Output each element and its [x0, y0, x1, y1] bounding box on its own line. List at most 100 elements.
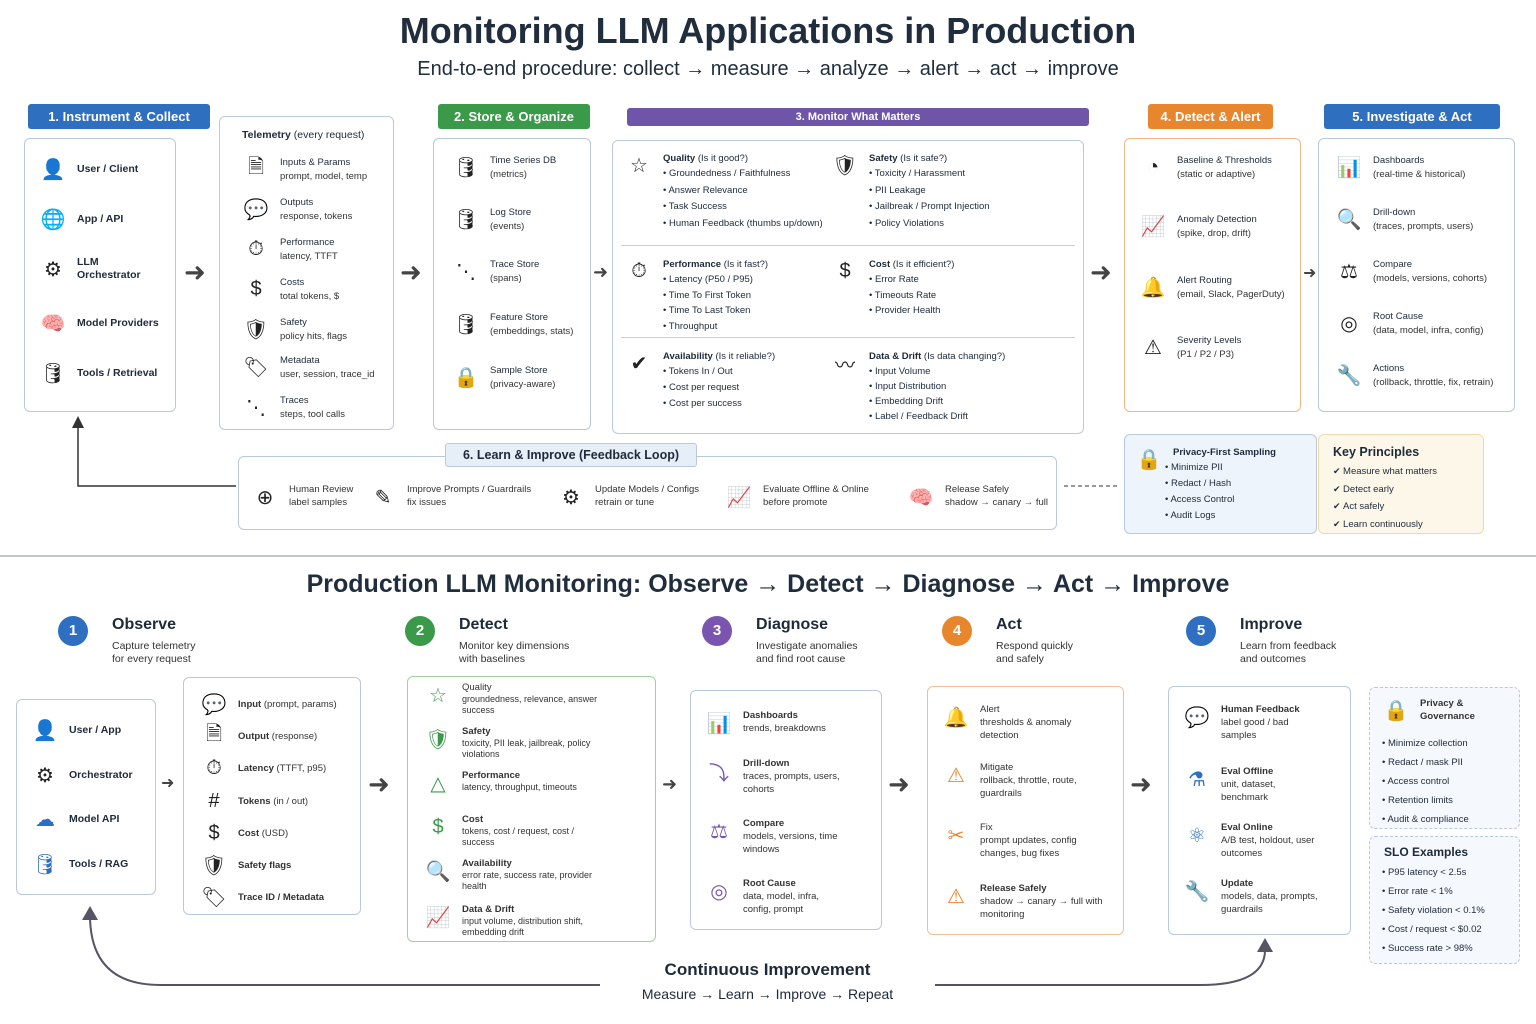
- governance-panel: 🔒Privacy & Governance Minimize collectio…: [1369, 687, 1520, 829]
- drill-icon: ⤵: [709, 762, 729, 785]
- brain-icon: 🧠: [908, 486, 934, 509]
- loop-title: Continuous Improvement: [664, 960, 871, 979]
- user-icon: 👤: [32, 719, 58, 742]
- header-investigate: 5. Investigate & Act: [1324, 104, 1500, 129]
- stage-desc: and outcomes: [1240, 653, 1306, 665]
- pulse-icon: 〰: [835, 354, 855, 377]
- detect-item: 📈Anomaly Detection(spike, drop, drift): [1140, 214, 1257, 239]
- header-detect: 4. Detect & Alert: [1148, 104, 1273, 129]
- source-item: 🧠Model Providers: [39, 309, 159, 337]
- arrow-right-icon: ➜: [368, 769, 390, 799]
- store-item: ⋱Trace Store(spans): [452, 257, 539, 285]
- loop-subtitle: Measure → Learn → Improve → Repeat: [641, 986, 894, 1002]
- chart-icon: 📊: [706, 712, 732, 735]
- database-icon: 🛢: [453, 156, 479, 179]
- stage-name: Act: [996, 616, 1022, 633]
- database-icon: 🛢: [453, 313, 479, 336]
- wrench-icon: 🔧: [1184, 880, 1210, 903]
- arrow-right-icon: ➜: [888, 769, 910, 799]
- source-item: 👤User / Client: [39, 155, 139, 183]
- monitor-cost: $Cost (Is it efficient?)Error RateTimeou…: [831, 257, 954, 319]
- source-item: 🌐App / API: [39, 205, 124, 233]
- bottom-telemetry-panel: 💬Input (prompt, params) 🗎Output (respons…: [183, 677, 361, 915]
- tag-icon: 🏷: [201, 886, 227, 909]
- store-item: 🛢Log Store(events): [453, 207, 532, 232]
- stage-name: Observe: [112, 616, 177, 633]
- sources-panel: 👤User / Client 🌐App / API ⚙LLM Orchestra…: [24, 138, 176, 412]
- download-icon: ⊕: [256, 486, 274, 509]
- stage-desc: and find root cause: [756, 653, 846, 665]
- trace-icon: ⋱: [456, 260, 476, 283]
- atom-icon: ⚛: [1188, 824, 1206, 847]
- database-icon: 🛢: [453, 208, 479, 231]
- arrow-right-icon: ➜: [161, 775, 175, 792]
- lock-icon: 🔒: [453, 366, 479, 389]
- chat-icon: 💬: [1184, 706, 1210, 729]
- tag-icon: 🏷: [243, 356, 269, 379]
- stage-desc: Learn from feedback: [1240, 640, 1337, 652]
- globe-icon: 🌐: [40, 208, 66, 231]
- stage-name: Diagnose: [756, 616, 829, 633]
- monitor-availability: ✔Availability (Is it reliable?)Tokens In…: [625, 349, 776, 412]
- investigate-panel: 📊Dashboards(real-time & historical) 🔍Dri…: [1318, 138, 1515, 412]
- investigate-item: 🔧Actions(rollback, throttle, fix, retrai…: [1336, 363, 1494, 388]
- store-panel: 🛢Time Series DB(metrics) 🛢Log Store(even…: [433, 138, 591, 430]
- speedometer-icon: △: [430, 772, 446, 795]
- stage-number-badge: 3: [702, 616, 732, 646]
- slo-panel: SLO Examples P95 latency < 2.5sError rat…: [1369, 836, 1520, 964]
- chart-icon: 📈: [726, 486, 752, 509]
- chat-icon: 💬: [201, 693, 227, 716]
- stage-desc: Monitor key dimensions: [459, 640, 570, 652]
- investigate-item: 🔍Drill-down(traces, prompts, users): [1336, 207, 1474, 232]
- divider: [621, 245, 1075, 246]
- clock-icon: ⏱: [206, 756, 222, 779]
- telemetry-note: (every request): [293, 129, 365, 141]
- page-title: Monitoring LLM Applications in Productio…: [399, 10, 1137, 51]
- divider: [621, 337, 1075, 338]
- arrow-right-icon: ➜: [1130, 769, 1152, 799]
- telemetry-panel: Telemetry (every request) 🗎Inputs & Para…: [219, 116, 394, 430]
- bell-icon: 🔔: [1140, 276, 1166, 299]
- star-icon: ☆: [429, 684, 447, 707]
- stage-desc: Capture telemetry: [112, 640, 196, 652]
- lock-icon: 🔒: [1383, 699, 1409, 722]
- detect-item: 🔔Alert Routing(email, Slack, PagerDuty): [1140, 275, 1285, 300]
- arrow-right-icon: ➜: [1303, 265, 1317, 282]
- source-item: ⚙LLM Orchestrator: [39, 255, 141, 283]
- header-learn: 6. Learn & Improve (Feedback Loop): [445, 443, 697, 467]
- warning-icon: ⚠: [947, 764, 965, 787]
- user-icon: 👤: [40, 158, 66, 181]
- arrow-right-icon: ➜: [662, 774, 678, 794]
- monitor-quality: ☆Quality (Is it good?)Groundedness / Fai…: [625, 151, 823, 232]
- shield-icon: 🛡: [201, 854, 227, 877]
- principles-panel: Key Principles Measure what mattersDetec…: [1318, 434, 1484, 534]
- hash-icon: #: [208, 789, 220, 812]
- dollar-icon: $: [250, 277, 262, 300]
- gear-icon: ⚙: [562, 486, 580, 509]
- wrench-icon: 🔧: [1336, 364, 1362, 387]
- stage-number-badge: 1: [58, 616, 88, 646]
- bottom-title: Production LLM Monitoring: Observe → Det…: [306, 570, 1230, 598]
- stage-number-badge: 2: [405, 616, 435, 646]
- shield-icon: 🛡: [832, 154, 858, 177]
- check-circle-icon: ✔: [630, 352, 648, 375]
- monitor-safety: 🛡Safety (Is it safe?)Toxicity / Harassme…: [831, 151, 989, 232]
- privacy-sampling-panel: 🔒Privacy-First SamplingMinimize PIIRedac…: [1124, 434, 1317, 534]
- investigate-item: ◎Root Cause(data, model, infra, config): [1335, 309, 1483, 337]
- header-store: 2. Store & Organize: [438, 104, 590, 129]
- arrow-right-icon: ➜: [1090, 257, 1112, 287]
- store-item: 🛢Feature Store(embeddings, stats): [453, 312, 574, 337]
